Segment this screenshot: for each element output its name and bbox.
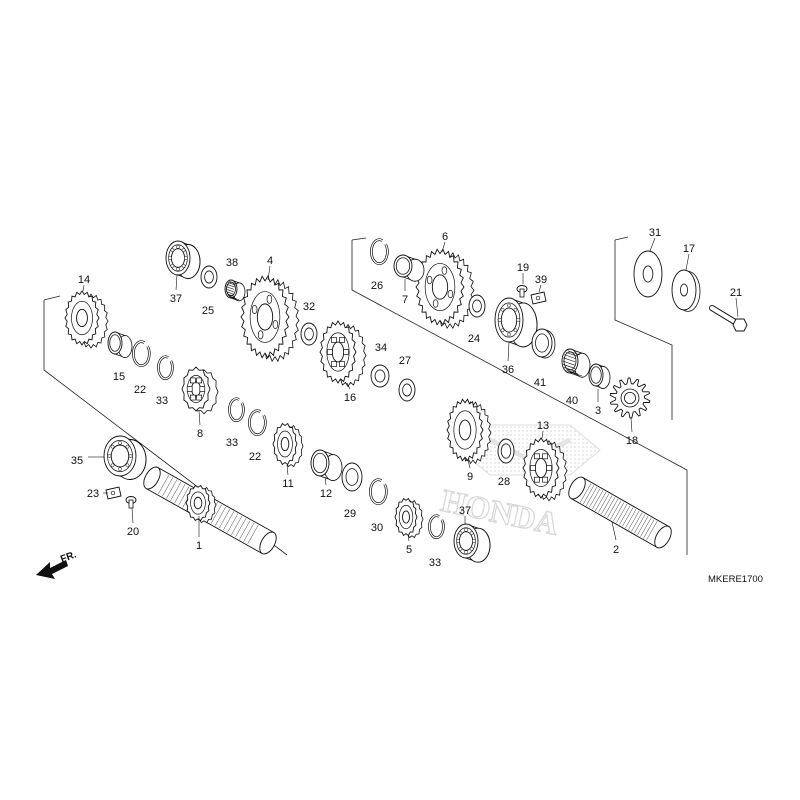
part-label: 37 xyxy=(459,505,471,517)
part-38: 38 xyxy=(224,257,246,302)
part-label: 15 xyxy=(113,371,125,383)
part-label: 2 xyxy=(613,544,619,556)
part-41: 41 xyxy=(531,328,556,389)
part-label: 16 xyxy=(344,392,356,404)
part-label: 36 xyxy=(502,364,514,376)
part-40: 40 xyxy=(561,348,591,407)
part-39: 39 xyxy=(530,274,547,305)
part-23: 23 xyxy=(87,486,122,500)
part-26: 26 xyxy=(370,238,389,292)
part-32: 32 xyxy=(300,301,318,346)
part-31: 31 xyxy=(633,227,663,298)
part-33b: 33 xyxy=(226,397,245,449)
part-1: 1 xyxy=(143,466,277,555)
part-label: 13 xyxy=(537,420,549,432)
part-29: 29 xyxy=(341,462,363,520)
part-label: 9 xyxy=(467,471,473,483)
part-33c: 33 xyxy=(428,514,445,569)
part-6: 6 xyxy=(415,231,475,330)
part-25: 25 xyxy=(200,265,218,317)
part-27: 27 xyxy=(398,355,416,402)
part-22a: 22 xyxy=(132,340,151,396)
front-marker: FR. xyxy=(59,549,78,565)
countershaft-assembly-frame xyxy=(351,237,688,555)
part-label: 30 xyxy=(371,522,383,534)
part-label: 32 xyxy=(303,301,315,313)
part-label: 22 xyxy=(134,384,146,396)
part-21: 21 xyxy=(709,287,748,332)
part-label: 6 xyxy=(442,231,448,243)
part-3: 3 xyxy=(588,363,611,417)
part-label: 11 xyxy=(282,478,293,490)
part-label: 33 xyxy=(226,437,238,449)
part-label: 8 xyxy=(197,428,203,440)
part-17: 17 xyxy=(671,243,701,312)
part-label: 31 xyxy=(649,227,661,239)
part-35: 35 xyxy=(71,435,147,480)
part-label: 38 xyxy=(226,257,238,269)
part-label: 29 xyxy=(344,508,356,520)
part-label: 27 xyxy=(399,355,411,367)
part-2: 2 xyxy=(568,476,672,556)
part-8: 8 xyxy=(181,366,219,440)
part-34: 34 xyxy=(370,342,390,388)
part-label: 17 xyxy=(683,243,695,255)
part-label: 28 xyxy=(498,476,510,488)
part-label: 12 xyxy=(320,488,332,500)
part-16: 16 xyxy=(319,320,367,404)
part-label: 20 xyxy=(127,526,139,538)
part-30: 30 xyxy=(369,478,388,534)
part-label: 14 xyxy=(78,274,90,286)
part-13: 13 xyxy=(522,420,568,502)
part-label: 37 xyxy=(170,293,182,305)
part-label: 21 xyxy=(730,287,742,299)
part-label: 23 xyxy=(87,488,99,500)
part-label: 7 xyxy=(402,294,408,306)
sprocket-assembly-frame xyxy=(614,236,673,420)
part-label: 22 xyxy=(249,451,261,463)
part-9: 9 xyxy=(446,398,492,483)
diagram-code: MKERE1700 xyxy=(708,574,763,585)
part-label: 35 xyxy=(71,455,83,467)
part-label: 33 xyxy=(156,395,168,407)
part-24: 24 xyxy=(468,294,486,345)
part-label: 4 xyxy=(267,255,273,267)
part-label: 5 xyxy=(406,544,412,556)
part-33a: 33 xyxy=(156,355,174,407)
part-22b: 22 xyxy=(248,409,267,463)
part-36: 36 xyxy=(494,297,538,376)
part-7: 7 xyxy=(393,254,425,306)
part-label: 39 xyxy=(535,274,547,286)
part-18: 18 xyxy=(609,377,651,447)
part-19: 19 xyxy=(516,262,529,298)
part-15: 15 xyxy=(107,331,133,383)
part-28: 28 xyxy=(497,438,515,488)
part-label: 1 xyxy=(196,540,202,552)
front-direction-arrow-icon xyxy=(36,560,68,579)
part-label: 26 xyxy=(371,280,383,292)
part-37b: 37 xyxy=(453,505,491,563)
part-5: 5 xyxy=(394,497,424,556)
part-label: 41 xyxy=(534,377,546,389)
part-label: 24 xyxy=(468,333,480,345)
part-label: 3 xyxy=(595,405,601,417)
part-12: 12 xyxy=(310,449,343,500)
part-14: 14 xyxy=(64,274,109,349)
part-37a: 37 xyxy=(165,240,201,305)
part-label: 18 xyxy=(626,435,638,447)
part-label: 33 xyxy=(429,557,441,569)
part-11: 11 xyxy=(272,422,304,490)
part-label: 19 xyxy=(517,262,529,274)
part-label: 34 xyxy=(375,342,387,354)
part-label: 25 xyxy=(202,305,214,317)
part-4: 4 xyxy=(240,255,300,363)
part-20: 20 xyxy=(125,496,139,538)
part-label: 40 xyxy=(566,395,578,407)
